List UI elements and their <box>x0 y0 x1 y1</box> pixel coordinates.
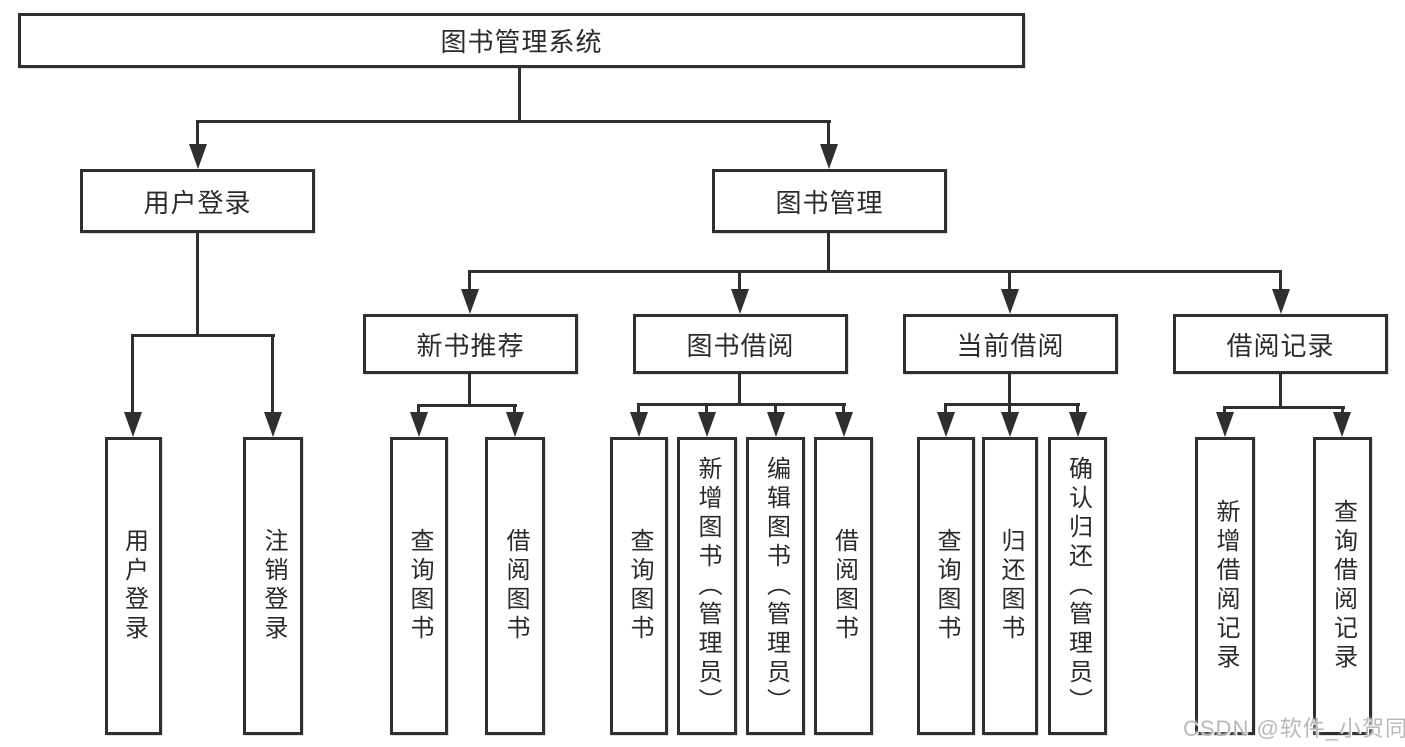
connector-current-borrow-trunk <box>1008 374 1011 406</box>
leaf-edit-books-admin: 编辑图书（管理员） <box>746 437 805 735</box>
connector-current-borrow-hline <box>944 403 1080 406</box>
leaf-return-books-label: 归还图书 <box>997 528 1024 644</box>
connector-new-book-recommend-trunk <box>468 374 471 407</box>
leaf-borrow-books-borrow-label: 借阅图书 <box>830 528 858 644</box>
leaf-borrow-books-recommend: 借阅图书 <box>485 437 545 735</box>
arrow-to-borrow-records <box>1272 289 1290 314</box>
leaf-query-borrow-record-label: 查询借阅记录 <box>1329 499 1357 673</box>
leaf-query-books-current-label: 查询图书 <box>933 528 960 644</box>
arrow-to-current-borrow <box>1001 289 1019 314</box>
arrow-to-book-management <box>820 144 838 169</box>
leaf-add-borrow-record-label: 新增借阅记录 <box>1212 499 1239 673</box>
connector-book-management-hline <box>468 270 1282 273</box>
arrow-to-leaf-query-books-current <box>937 412 955 437</box>
connector-leaf-return-books-stem <box>1008 403 1011 416</box>
node-book-borrow-label: 图书借阅 <box>686 330 795 361</box>
arrow-to-user-login <box>189 144 207 169</box>
arrow-to-leaf-user-login <box>124 412 142 437</box>
arrow-to-leaf-edit-books-admin <box>767 412 785 437</box>
connector-root-hline <box>196 120 831 123</box>
connector-borrow-records-stem <box>1279 270 1282 291</box>
connector-leaf-borrow-recommend-stem <box>513 404 516 416</box>
arrow-to-leaf-borrow-books-recommend <box>506 412 524 437</box>
leaf-query-books-recommend-label: 查询图书 <box>406 528 433 644</box>
leaf-add-books-admin: 新增图书（管理员） <box>677 437 737 735</box>
arrow-to-book-borrow <box>731 289 749 314</box>
connector-new-book-recommend-hline <box>417 404 517 407</box>
connector-leaf-query-record-stem <box>1341 406 1344 416</box>
leaf-add-borrow-record: 新增借阅记录 <box>1195 437 1255 735</box>
leaf-query-borrow-record: 查询借阅记录 <box>1313 437 1372 735</box>
leaf-borrow-books-recommend-label: 借阅图书 <box>502 528 529 644</box>
connector-user-login-trunk <box>196 233 199 337</box>
connector-leaf-query-current-stem <box>944 403 947 416</box>
connector-book-borrow-stem <box>738 270 741 291</box>
arrow-to-leaf-query-books-borrow <box>630 412 648 437</box>
leaf-user-login-label: 用户登录 <box>120 528 148 644</box>
node-new-book-recommend-label: 新书推荐 <box>416 330 525 361</box>
connector-leaf-borrow-books-stem <box>842 403 845 416</box>
connector-root-trunk <box>518 68 521 123</box>
leaf-borrow-books-borrow: 借阅图书 <box>814 437 873 735</box>
connector-current-borrow-stem <box>1008 270 1011 291</box>
leaf-confirm-return-admin: 确认归还（管理员） <box>1048 437 1107 735</box>
node-root: 图书管理系统 <box>18 13 1025 68</box>
leaf-user-login: 用户登录 <box>105 437 162 735</box>
connector-leaf-query-borrow-stem <box>637 403 640 416</box>
connector-borrow-records-trunk <box>1279 374 1282 409</box>
node-borrow-records-label: 借阅记录 <box>1226 330 1335 361</box>
connector-leaf-confirm-return-stem <box>1076 403 1079 416</box>
connector-leaf-user-login-stem <box>131 334 134 414</box>
arrow-to-leaf-add-books-admin <box>698 412 716 437</box>
node-current-borrow-label: 当前借阅 <box>956 330 1065 361</box>
node-user-login: 用户登录 <box>80 169 315 233</box>
node-current-borrow: 当前借阅 <box>903 314 1118 374</box>
arrow-to-leaf-confirm-return-admin <box>1069 412 1087 437</box>
node-borrow-records: 借阅记录 <box>1173 314 1388 374</box>
leaf-return-books: 归还图书 <box>982 437 1038 735</box>
connector-leaf-query-recommend-stem <box>417 404 420 416</box>
connector-borrow-records-hline <box>1223 406 1345 409</box>
connector-leaf-add-record-stem <box>1223 406 1226 416</box>
connector-new-book-recommend-stem <box>468 270 471 291</box>
watermark: CSDN @软件_小贺同学 <box>1183 716 1405 741</box>
leaf-query-books-recommend: 查询图书 <box>390 437 448 735</box>
arrow-to-leaf-logout <box>264 412 282 437</box>
connector-book-management-stem <box>827 120 830 147</box>
leaf-confirm-return-admin-label: 确认归还（管理员） <box>1064 455 1092 717</box>
node-book-borrow: 图书借阅 <box>633 314 848 374</box>
connector-book-management-trunk <box>827 233 830 273</box>
connector-book-borrow-hline <box>637 403 846 406</box>
node-book-management: 图书管理 <box>712 169 947 233</box>
node-user-login-label: 用户登录 <box>143 187 252 218</box>
connector-book-borrow-trunk <box>738 374 741 406</box>
connector-leaf-edit-books-stem <box>774 403 777 416</box>
leaf-query-books-current: 查询图书 <box>917 437 975 735</box>
leaf-add-books-admin-label: 新增图书（管理员） <box>694 455 721 717</box>
connector-leaf-logout-stem <box>271 334 274 414</box>
node-book-management-label: 图书管理 <box>775 187 884 218</box>
leaf-query-books-borrow: 查询图书 <box>610 437 668 735</box>
connector-leaf-add-books-stem <box>705 403 708 416</box>
node-new-book-recommend: 新书推荐 <box>363 314 578 374</box>
connector-user-login-hline <box>131 334 275 337</box>
node-root-label: 图书管理系统 <box>440 27 603 57</box>
arrow-to-new-book-recommend <box>461 289 479 314</box>
arrow-to-leaf-add-borrow-record <box>1216 412 1234 437</box>
arrow-to-leaf-query-books-recommend <box>410 412 428 437</box>
leaf-query-books-borrow-label: 查询图书 <box>626 528 653 644</box>
leaf-logout: 注销登录 <box>243 437 303 735</box>
arrow-to-leaf-query-borrow-record <box>1333 412 1351 437</box>
leaf-edit-books-admin-label: 编辑图书（管理员） <box>762 455 790 717</box>
arrow-to-leaf-borrow-books-borrow <box>835 412 853 437</box>
connector-user-login-stem <box>196 120 199 147</box>
leaf-logout-label: 注销登录 <box>260 528 287 644</box>
arrow-to-leaf-return-books <box>1001 412 1019 437</box>
